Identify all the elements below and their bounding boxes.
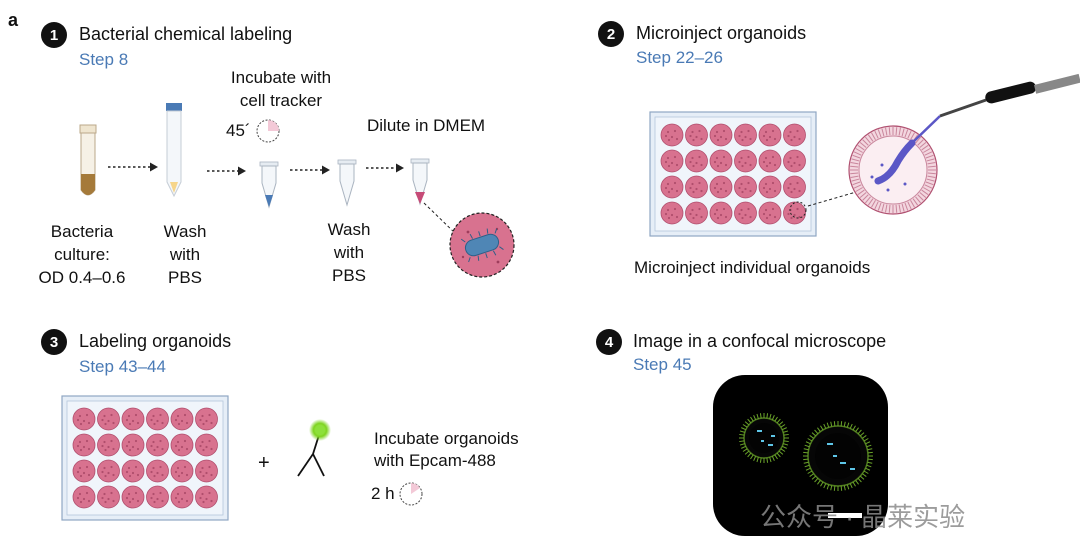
antibody-icon (297, 419, 331, 477)
well-icon (195, 433, 218, 457)
well-icon (72, 407, 96, 431)
arrow-icon (290, 165, 330, 175)
well-icon (709, 201, 733, 225)
well-icon (734, 149, 757, 173)
well-icon (72, 459, 96, 483)
well-icon (709, 175, 733, 199)
well-icon (660, 123, 684, 147)
well-icon (170, 433, 194, 457)
well-icon (734, 123, 757, 147)
clock-icon (399, 482, 423, 506)
incubate-2h-label: 2 h (371, 484, 395, 503)
culture-label: Bacteria culture: OD 0.4–0.6 (38, 222, 126, 287)
well-icon (758, 201, 782, 225)
step-2-ref: Step 22–26 (636, 48, 723, 67)
well-icon (195, 407, 218, 431)
well-icon (121, 459, 145, 483)
arrow-icon (366, 163, 404, 173)
well-icon (121, 433, 145, 457)
well-icon (121, 485, 145, 509)
step-3-title: Labeling organoids (79, 331, 232, 351)
step-3-ref: Step 43–44 (79, 357, 166, 376)
well-icon (660, 201, 684, 225)
well-icon (121, 407, 145, 431)
arrow-icon (108, 162, 158, 172)
well-icon (97, 433, 120, 457)
well-icon (146, 459, 169, 483)
well-icon (685, 149, 708, 173)
wash-1-label: Wash with PBS (163, 222, 207, 287)
well-icon (709, 123, 733, 147)
wash-2-label: Wash with PBS (327, 220, 371, 285)
eppendorf-tube-icon (337, 159, 357, 207)
well-icon (170, 485, 194, 509)
incubate-epcam-label: Incubate organoids with Epcam-488 (374, 429, 519, 470)
step-1-title: Bacterial chemical labeling (79, 24, 293, 44)
well-icon (685, 175, 708, 199)
scale-bar (828, 513, 862, 518)
well-icon (72, 433, 96, 457)
step-4-number: 4 (596, 329, 622, 355)
well-icon (97, 459, 120, 483)
confocal-image-icon (713, 375, 888, 536)
well-icon (783, 175, 806, 199)
well-icon (170, 459, 194, 483)
plus-sign: + (258, 452, 270, 474)
well-icon (685, 123, 708, 147)
well-icon (97, 407, 120, 431)
well-icon (660, 175, 684, 199)
well-icon (758, 175, 782, 199)
well-icon (758, 149, 782, 173)
culture-tube-icon (79, 124, 97, 196)
arrow-icon (207, 166, 246, 176)
clock-icon (256, 119, 280, 143)
step-2-title: Microinject organoids (636, 23, 807, 43)
microinject-caption: Microinject individual organoids (634, 258, 871, 277)
well-icon (97, 485, 120, 509)
panel-letter: a (8, 10, 19, 30)
well-icon (72, 485, 96, 509)
step-4-title: Image in a confocal microscope (633, 331, 887, 351)
step-1-ref: Step 8 (79, 50, 129, 69)
incubate-time-label: 45´ (226, 121, 251, 140)
well-icon (734, 175, 757, 199)
eppendorf-tube-icon (410, 158, 430, 206)
step-4-ref: Step 45 (633, 355, 692, 374)
well-icon (146, 433, 169, 457)
well-icon (783, 123, 806, 147)
well-icon (758, 123, 782, 147)
well-icon (146, 485, 169, 509)
injection-needle-icon (911, 73, 1080, 144)
falcon-tube-icon (166, 103, 182, 198)
well-icon (195, 459, 218, 483)
watermark: 公众号 · 晶莱实验 (760, 502, 966, 532)
well-icon (783, 149, 806, 173)
well-icon (146, 407, 169, 431)
well-icon (685, 201, 708, 225)
well-icon (734, 201, 757, 225)
bacteria-zoom-icon (449, 212, 515, 278)
step-2-number: 2 (598, 21, 624, 47)
step-1-number: 1 (41, 22, 67, 48)
organoid-injection-icon (848, 125, 938, 215)
dilute-label: Dilute in DMEM (367, 116, 486, 135)
well-icon (170, 407, 194, 431)
step-3-number: 3 (41, 329, 67, 355)
well-icon (709, 149, 733, 173)
well-icon (195, 485, 218, 509)
well-icon (660, 149, 684, 173)
eppendorf-tube-icon (259, 161, 279, 209)
incubate-tracker-label: Incubate with cell tracker (230, 68, 332, 110)
well-icon (783, 201, 806, 225)
